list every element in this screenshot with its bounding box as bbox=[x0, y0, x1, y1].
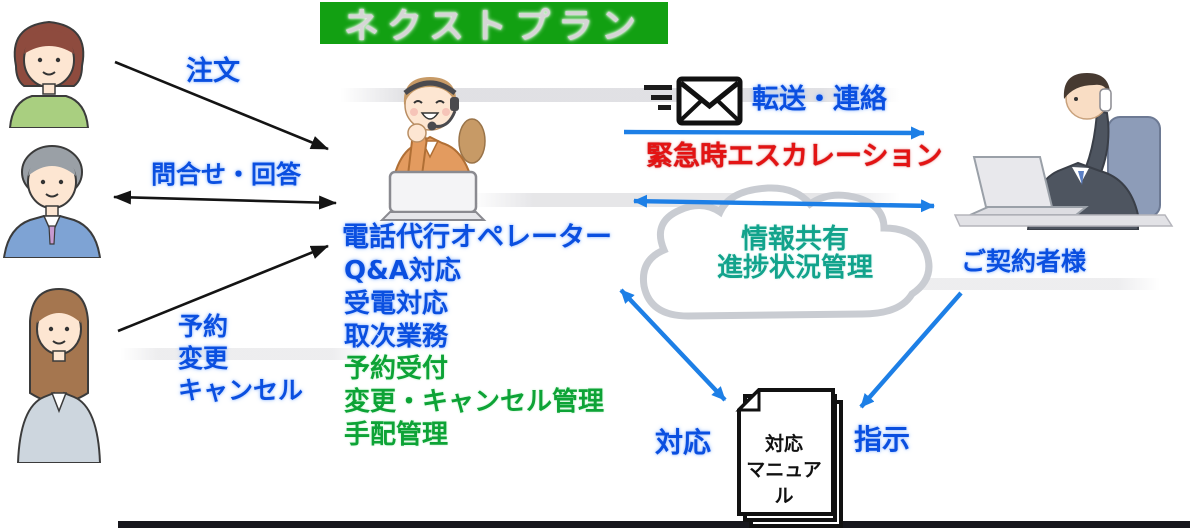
task-calls: 受電対応 bbox=[344, 288, 449, 319]
operator-task-list: Q&A対応 受電対応 取次業務 予約受付 変更・キャンセル管理 手配管理 bbox=[344, 256, 605, 454]
instruct-arrow bbox=[859, 291, 963, 409]
customer-man-illustration bbox=[2, 145, 102, 258]
cloud-line1: 情報共有 bbox=[741, 224, 849, 255]
respond-label: 対応 bbox=[655, 426, 712, 459]
task-qa: Q&A対応 bbox=[344, 256, 461, 286]
task-reserve: 予約受付 bbox=[344, 354, 449, 385]
reserve-label-2: 変更 bbox=[178, 344, 229, 373]
manual-line2: マニュアル bbox=[746, 459, 822, 507]
order-label: 注文 bbox=[186, 56, 240, 87]
task-change: 変更・キャンセル管理 bbox=[344, 387, 605, 418]
instruct-label: 指示 bbox=[854, 423, 911, 456]
customer-woman2-illustration bbox=[16, 287, 102, 463]
reserve-arrow bbox=[117, 244, 329, 333]
cloud-line2: 進捗状況管理 bbox=[716, 253, 873, 283]
operator-title: 電話代行オペレーター bbox=[342, 222, 612, 253]
reserve-label-1: 予約 bbox=[178, 312, 229, 341]
contractor-label: ご契約者様 bbox=[961, 247, 1087, 276]
forward-arrow bbox=[623, 126, 925, 140]
task-arrange: 手配管理 bbox=[344, 419, 449, 450]
document-stack-icon bbox=[735, 388, 843, 528]
manual-label: 対応 マニュアル bbox=[738, 431, 830, 509]
forward-label: 転送・連絡 bbox=[752, 84, 887, 115]
email-icon bbox=[644, 76, 743, 126]
reserve-label-3: キャンセル bbox=[178, 376, 304, 405]
task-relay: 取次業務 bbox=[344, 321, 449, 352]
inquiry-label: 問合せ・回答 bbox=[151, 160, 302, 189]
inquiry-arrow bbox=[113, 190, 337, 210]
escalation-label: 緊急時エスカレーション bbox=[646, 141, 943, 172]
respond-arrow bbox=[619, 288, 727, 402]
cloud-shape bbox=[639, 184, 933, 320]
manual-line1: 対応 bbox=[764, 433, 803, 455]
share-arrow bbox=[633, 194, 935, 213]
order-arrow bbox=[114, 60, 329, 151]
customer-woman-illustration bbox=[8, 20, 90, 128]
contractor-businessman-illustration bbox=[953, 73, 1174, 230]
diagram-title: ネクストプラン bbox=[320, 2, 668, 47]
operator-headset-illustration bbox=[379, 77, 487, 221]
